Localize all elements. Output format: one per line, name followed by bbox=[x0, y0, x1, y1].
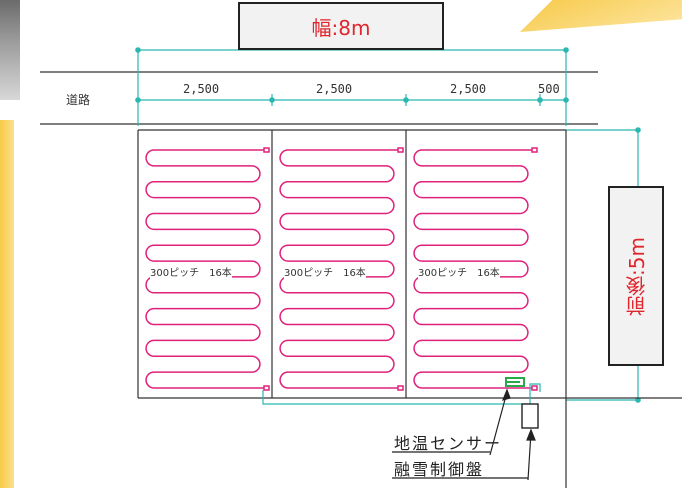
depth-title-box: 前後:5m bbox=[608, 186, 664, 366]
segment-dimension bbox=[135, 94, 569, 106]
paving-area bbox=[137, 129, 682, 488]
cable-terminal bbox=[531, 385, 538, 391]
feeder-line bbox=[262, 383, 541, 405]
width-title-box: 幅:8m bbox=[238, 2, 444, 50]
cable-terminal bbox=[397, 385, 404, 391]
sensor-callout-label: 地温センサー bbox=[394, 434, 503, 453]
heating-cable-2 bbox=[279, 149, 400, 389]
road-label: 道路 bbox=[66, 93, 91, 107]
depth-title: 前後:5m bbox=[624, 236, 649, 316]
cable-terminal bbox=[531, 147, 538, 153]
melting-control-panel bbox=[521, 403, 539, 429]
cable-terminal bbox=[263, 147, 270, 153]
pitch-label: 300ピッチ 16本 bbox=[284, 264, 366, 279]
heating-cable-3 bbox=[413, 149, 534, 389]
heating-cable-1 bbox=[145, 149, 266, 389]
pitch-label: 300ピッチ 16本 bbox=[418, 264, 500, 279]
decorative-stripe-left bbox=[0, 120, 14, 488]
width-dimension bbox=[135, 47, 569, 126]
width-title: 幅:8m bbox=[311, 15, 371, 40]
dimension-label: 2,500 bbox=[183, 82, 220, 96]
cable-terminal bbox=[263, 385, 270, 391]
controller-callout-label: 融雪制御盤 bbox=[394, 460, 485, 479]
heating-cables bbox=[145, 147, 538, 391]
background-photo-corner bbox=[0, 0, 20, 100]
dimension-label: 500 bbox=[538, 82, 560, 96]
cable-terminal bbox=[397, 147, 404, 153]
callout-arrows bbox=[489, 388, 536, 481]
pitch-label: 300ピッチ 16本 bbox=[150, 264, 232, 279]
dimension-label: 2,500 bbox=[450, 82, 487, 96]
dimension-label: 2,500 bbox=[316, 82, 353, 96]
